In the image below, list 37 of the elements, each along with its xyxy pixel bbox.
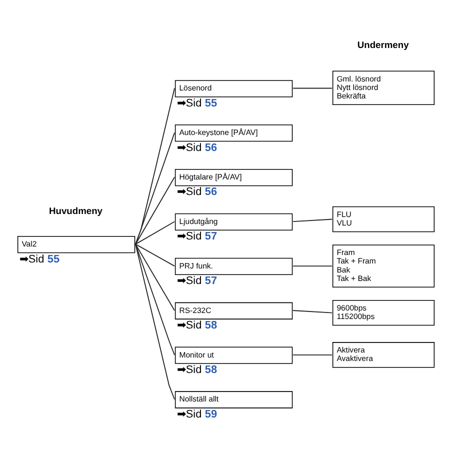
node-box: 9600bps 115200bps (332, 300, 435, 326)
connector (292, 218, 333, 222)
node-box: Aktivera Avaktivera (332, 342, 435, 368)
node-label: ➡Sid 56 (176, 186, 218, 198)
node-box: Nollställ allt (174, 391, 293, 408)
node-box: Lösenord (174, 80, 293, 98)
node-label: ➡Sid 55 (19, 253, 60, 266)
node-box: Ljudutgång (174, 213, 293, 231)
node-label: ➡Sid 55 (176, 97, 218, 110)
label: Undermeny (357, 40, 409, 50)
node-box: PRJ funk. (174, 258, 293, 275)
connector (135, 244, 175, 266)
label: Huvudmeny (49, 206, 102, 216)
node-label: ➡Sid 57 (176, 275, 218, 288)
connector (135, 244, 175, 400)
node-label: ➡Sid 59 (176, 408, 218, 420)
node-label: ➡Sid 57 (176, 230, 218, 243)
connector (135, 176, 175, 245)
node-label: ➡Sid 56 (176, 142, 218, 154)
connector (135, 244, 175, 356)
node-box: Monitor ut (174, 346, 293, 364)
node-box: FLU VLU (332, 206, 435, 232)
connector (135, 244, 175, 311)
connector (135, 221, 175, 245)
connector (292, 88, 333, 89)
node-box: Gml. lösnord Nytt lösnord Bekräfta (332, 70, 435, 106)
connector (292, 354, 333, 356)
node-label: ➡Sid 58 (176, 320, 218, 332)
node-box: Auto-keystone [PÅ/AV] (174, 124, 293, 142)
connector (135, 132, 175, 245)
node-box: Val2 (17, 236, 136, 254)
connector (292, 310, 333, 314)
node-box: Högtalare [PÅ/AV] (174, 168, 293, 186)
node-box: RS-232C (174, 302, 293, 320)
node-label: ➡Sid 58 (176, 364, 218, 376)
connector (135, 88, 175, 245)
node-box: Fram Tak + Fram Bak Tak + Bak (332, 244, 435, 288)
